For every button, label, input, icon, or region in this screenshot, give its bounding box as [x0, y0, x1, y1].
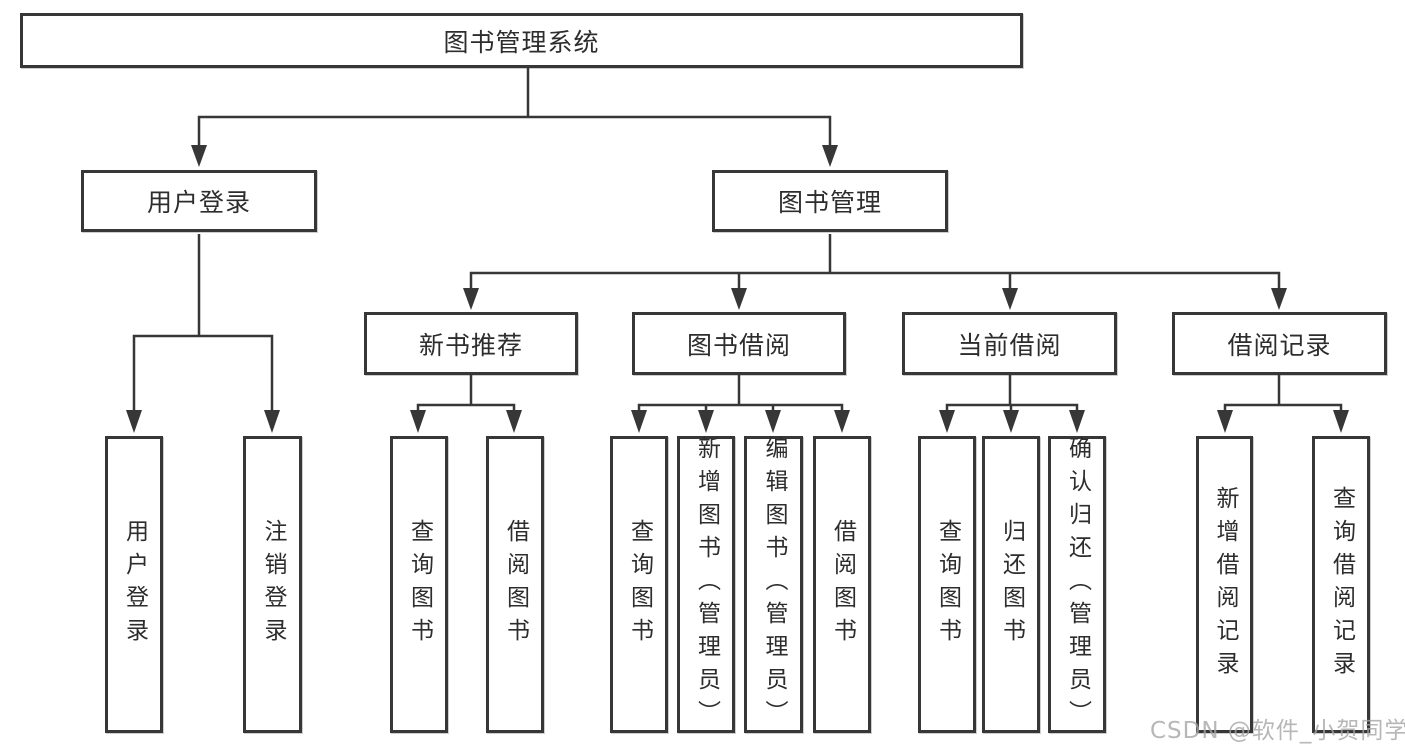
watermark: CSDN @软件_小贺同学	[1150, 718, 1405, 744]
arrowhead-icon	[939, 410, 955, 433]
line	[469, 271, 1281, 293]
node-root-label: 图书管理系统	[443, 27, 600, 57]
arrowhead-icon	[1217, 410, 1233, 433]
arrowhead-icon	[410, 410, 426, 433]
connector-book-borrow-split	[631, 375, 850, 433]
connector-current-borrow-split	[939, 375, 1085, 433]
arrowhead-icon	[1069, 410, 1085, 433]
arrowhead-icon	[631, 410, 647, 433]
leaf-user-login-label: 用户登录	[121, 518, 148, 651]
node-user-login: 用户登录	[81, 170, 317, 232]
arrowhead-icon	[731, 288, 747, 310]
node-borrow-records: 借阅记录	[1172, 312, 1387, 375]
arrowhead-icon	[765, 410, 781, 433]
node-new-book-recommend-label: 新书推荐	[418, 330, 523, 360]
line	[1223, 403, 1343, 414]
leaf-return-book: 归还图书	[982, 436, 1040, 733]
leaf-edit-book-admin-label: 编辑图书（管理员）	[761, 436, 787, 733]
node-user-login-label: 用户登录	[146, 188, 251, 217]
node-book-borrow: 图书借阅	[632, 312, 846, 375]
leaf-query-books-current: 查询图书	[918, 436, 976, 733]
node-new-book-recommend: 新书推荐	[364, 312, 578, 375]
leaf-query-books-borrow-label: 查询图书	[626, 518, 653, 651]
node-borrow-records-label: 借阅记录	[1227, 330, 1332, 360]
node-book-management-label: 图书管理	[777, 188, 882, 217]
arrowhead-icon	[1271, 288, 1287, 310]
node-current-borrow: 当前借阅	[902, 312, 1117, 375]
leaf-query-books-borrow: 查询图书	[610, 436, 668, 733]
leaf-logout-label: 注销登录	[260, 518, 286, 651]
arrowhead-icon	[834, 410, 850, 433]
leaf-query-borrow-record: 查询借阅记录	[1312, 436, 1370, 733]
arrowhead-icon	[1002, 288, 1018, 310]
arrowhead-icon	[463, 288, 479, 310]
leaf-borrow-books-recommend: 借阅图书	[486, 436, 544, 733]
node-book-borrow-label: 图书借阅	[686, 330, 791, 360]
line	[197, 115, 832, 148]
leaf-borrow-books: 借阅图书	[813, 436, 871, 733]
leaf-logout: 注销登录	[243, 436, 302, 733]
leaf-add-borrow-record-label: 新增借阅记录	[1212, 485, 1238, 684]
leaf-add-book-admin-label: 新增图书（管理员）	[693, 436, 720, 733]
leaf-borrow-books-recommend-label: 借阅图书	[502, 518, 529, 651]
connector-borrow-records-split	[1217, 375, 1349, 433]
node-book-management: 图书管理	[712, 170, 948, 232]
node-root: 图书管理系统	[20, 13, 1023, 68]
leaf-query-borrow-record-label: 查询借阅记录	[1328, 485, 1355, 684]
leaf-query-books-recommend: 查询图书	[390, 436, 448, 733]
connector-root-split	[191, 68, 838, 167]
arrowhead-icon	[191, 145, 207, 167]
connector-book-management-split	[463, 234, 1287, 310]
leaf-edit-book-admin: 编辑图书（管理员）	[744, 436, 803, 733]
arrowhead-icon	[264, 410, 280, 433]
leaf-query-books-recommend-label: 查询图书	[406, 518, 433, 651]
connector-new-book-recommend-split	[410, 375, 522, 433]
arrowhead-icon	[1333, 410, 1349, 433]
leaf-confirm-return-admin-label: 确认归还（管理员）	[1064, 436, 1091, 733]
arrowhead-icon	[506, 410, 522, 433]
connector-user-login-split	[126, 234, 280, 433]
leaf-add-borrow-record: 新增借阅记录	[1196, 436, 1253, 733]
leaf-confirm-return-admin: 确认归还（管理员）	[1048, 436, 1106, 733]
line	[416, 403, 516, 414]
leaf-query-books-current-label: 查询图书	[934, 518, 961, 651]
arrowhead-icon	[1003, 410, 1019, 433]
leaf-user-login: 用户登录	[105, 436, 163, 733]
leaf-add-book-admin: 新增图书（管理员）	[677, 436, 735, 733]
arrowhead-icon	[822, 145, 838, 167]
arrowhead-icon	[126, 410, 142, 433]
leaf-return-book-label: 归还图书	[998, 518, 1025, 651]
leaf-borrow-books-label: 借阅图书	[829, 518, 856, 651]
node-current-borrow-label: 当前借阅	[957, 330, 1062, 360]
arrowhead-icon	[698, 410, 714, 433]
line	[132, 334, 274, 414]
line	[637, 403, 844, 414]
